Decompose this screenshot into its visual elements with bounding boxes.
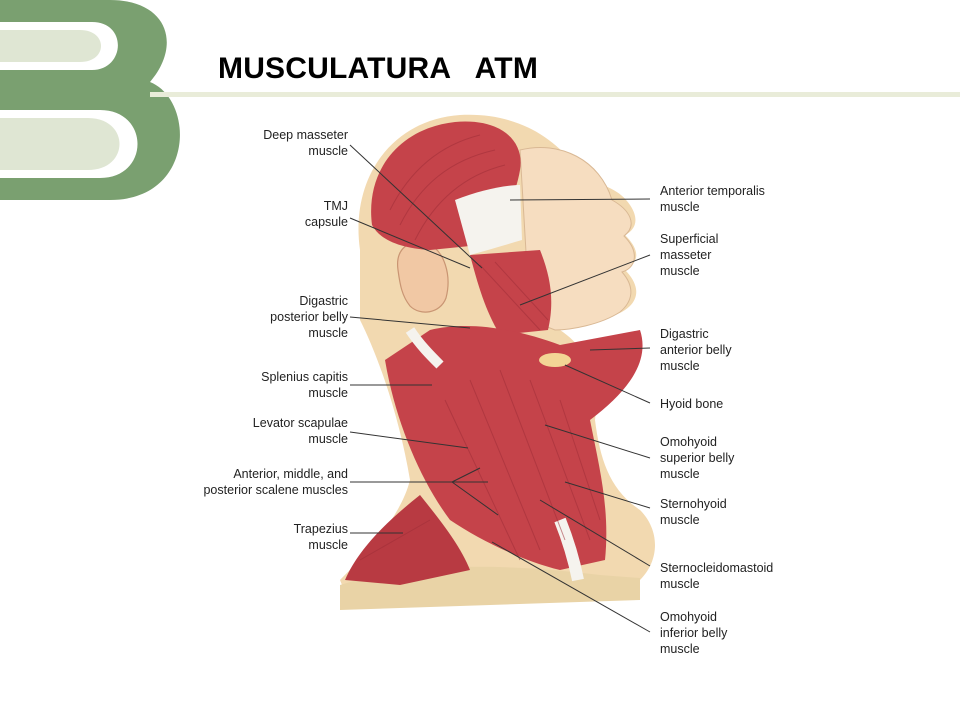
label-line: muscle (660, 577, 700, 591)
label-levator-scapulae: Levator scapulae muscle (253, 415, 348, 447)
label-line: superior belly (660, 451, 735, 465)
label-superficial-masseter: Superficial masseter muscle (660, 231, 718, 279)
label-line: posterior belly (270, 310, 348, 324)
label-splenius-capitis: Splenius capitis muscle (261, 369, 348, 401)
label-line: muscle (660, 200, 700, 214)
label-line: Superficial (660, 232, 719, 246)
label-line: muscle (660, 264, 700, 278)
label-line: Sternocleidomastoid (660, 561, 774, 575)
label-line: Omohyoid (660, 610, 717, 624)
label-line: Anterior temporalis (660, 184, 765, 198)
label-omohyoid-inferior-belly: Omohyoid inferior belly muscle (660, 609, 727, 657)
label-line: muscle (660, 467, 700, 481)
label-line: Levator scapulae (252, 416, 348, 430)
leader-lines-left (349, 144, 499, 534)
label-trapezius: Trapezius muscle (294, 521, 348, 553)
label-line: Trapezius (293, 522, 348, 536)
label-deep-masseter: Deep masseter muscle (263, 127, 348, 159)
label-line: posterior scalene muscles (203, 483, 348, 497)
label-sternohyoid: Sternohyoid muscle (660, 496, 727, 528)
label-line: muscle (308, 144, 348, 158)
label-line: muscle (308, 326, 348, 340)
label-line: Hyoid bone (660, 397, 724, 411)
leader-lines-right (491, 198, 651, 633)
label-line: muscle (308, 386, 348, 400)
label-omohyoid-superior-belly: Omohyoid superior belly muscle (660, 434, 734, 482)
title-rule (150, 92, 960, 97)
label-line: muscle (308, 538, 348, 552)
label-line: Digastric (660, 327, 709, 341)
label-sternocleidomastoid: Sternocleidomastoid muscle (660, 560, 773, 592)
label-tmj-capsule: TMJ capsule (305, 198, 348, 230)
label-line: muscle (660, 359, 700, 373)
label-line: Anterior, middle, and (233, 467, 348, 481)
logo-b-emblem (0, 0, 180, 200)
label-line: Splenius capitis (261, 370, 348, 384)
slide-title: MUSCULATURA ATM (218, 52, 539, 85)
label-line: anterior belly (660, 343, 732, 357)
label-line: Sternohyoid (660, 497, 727, 511)
label-line: masseter (660, 248, 712, 262)
label-line: Omohyoid (660, 435, 717, 449)
label-line: Digastric (299, 294, 348, 308)
label-line: muscle (660, 513, 700, 527)
label-line: Deep masseter (263, 128, 348, 142)
label-hyoid-bone: Hyoid bone (660, 396, 723, 412)
muscle-layer (345, 121, 643, 585)
label-scalene-muscles: Anterior, middle, and posterior scalene … (203, 466, 348, 498)
label-line: muscle (660, 642, 700, 656)
label-line: muscle (308, 432, 348, 446)
label-line: capsule (304, 215, 348, 229)
label-digastric-anterior-belly: Digastric anterior belly muscle (660, 326, 732, 374)
label-digastric-posterior-belly: Digastric posterior belly muscle (270, 293, 348, 341)
label-anterior-temporalis: Anterior temporalis muscle (660, 183, 765, 215)
label-line: TMJ (323, 199, 348, 213)
label-line: inferior belly (660, 626, 728, 640)
